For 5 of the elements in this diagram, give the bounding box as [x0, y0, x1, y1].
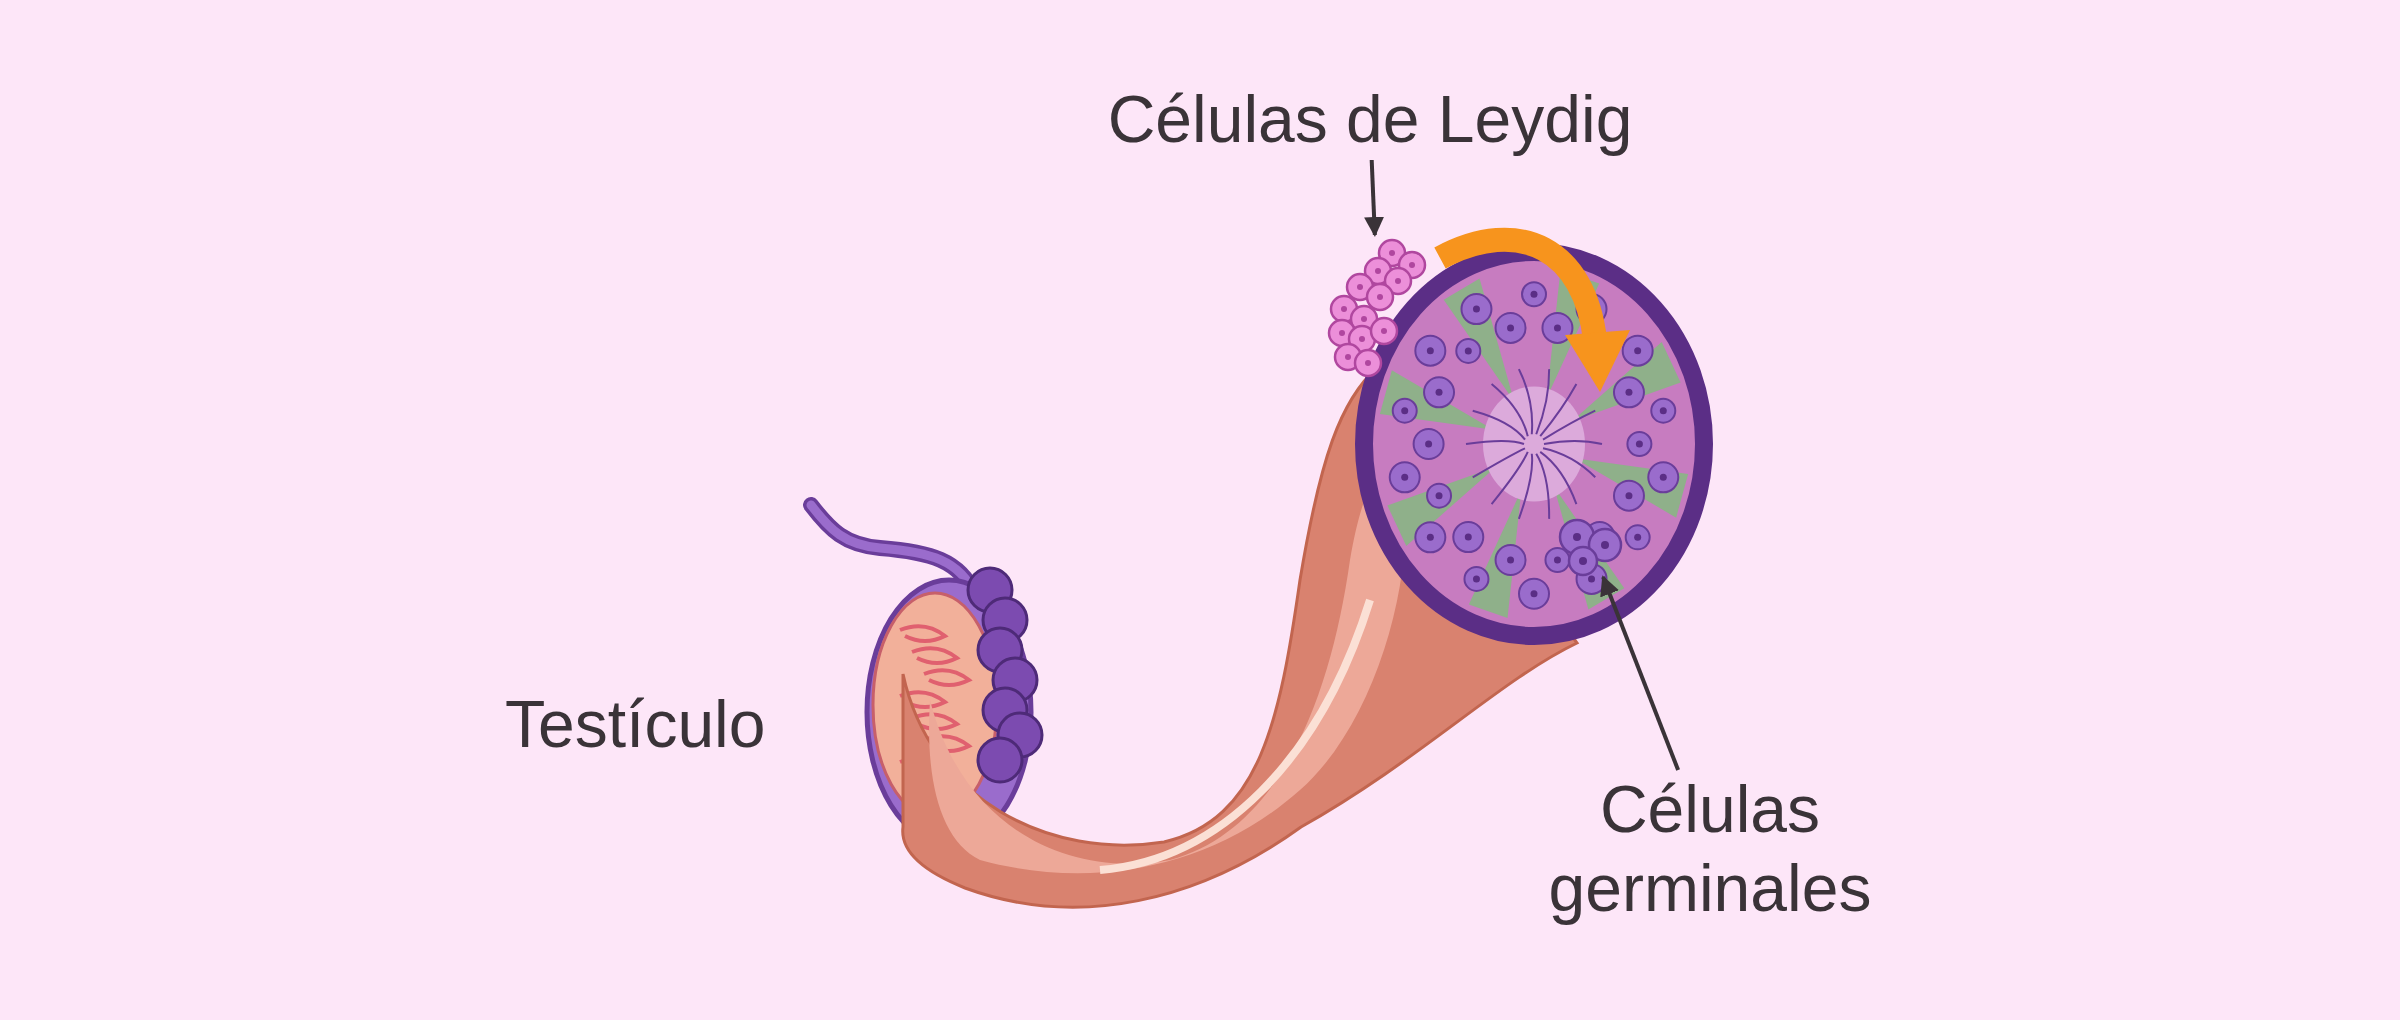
- arrow: [1364, 159, 1385, 237]
- arrow: [1600, 575, 1680, 771]
- callout-label: Células germinales: [1510, 770, 1910, 934]
- part-label: Testículo: [505, 686, 766, 763]
- callout-label: Células de Leydig: [1070, 80, 1670, 160]
